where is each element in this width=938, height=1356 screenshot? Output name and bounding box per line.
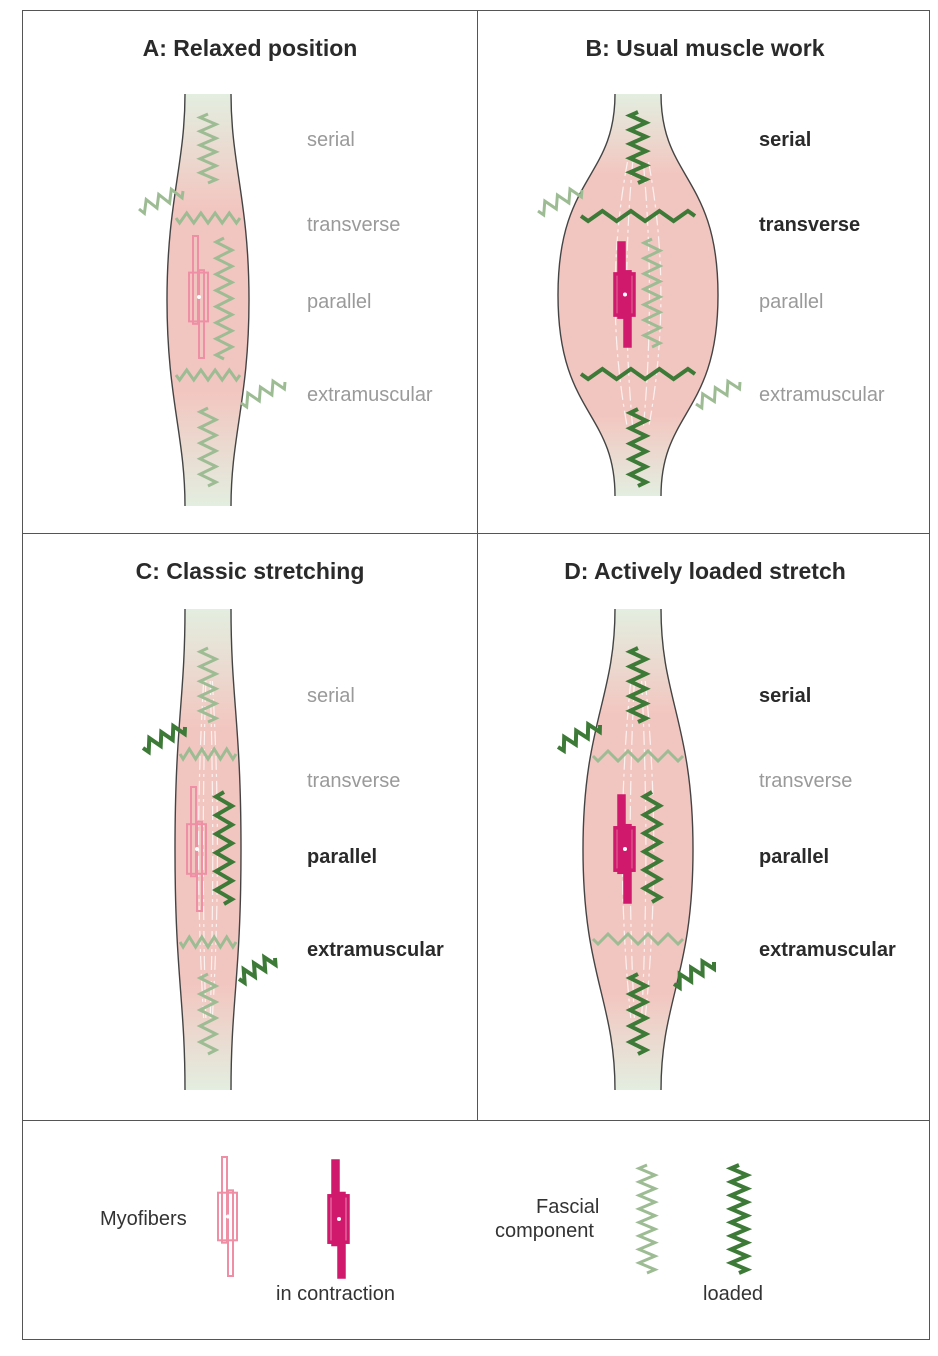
label-extramuscular: extramuscular (307, 939, 444, 961)
panel-divider-horizontal-middle (22, 533, 930, 534)
label-transverse: transverse (307, 770, 401, 792)
figure-frame (22, 10, 930, 1340)
panel-relaxed-position: A: Relaxed position serial transverse pa… (23, 11, 477, 533)
muscle-outline-left (557, 93, 616, 497)
extramuscular-spring-left (556, 720, 602, 755)
muscle-outline-left (582, 608, 616, 1091)
legend-fascial-spring-icon (635, 1163, 659, 1275)
muscle-outline-right (230, 608, 242, 1091)
fiber-line (647, 161, 662, 429)
parallel-spring (640, 237, 664, 349)
muscle-body (175, 609, 241, 1090)
panel-divider-horizontal-legend (22, 1120, 930, 1121)
label-serial: serial (759, 129, 812, 151)
myofiber-unit (188, 235, 209, 359)
serial-spring-top (196, 112, 220, 185)
legend-myofiber-contracted-icon (327, 1159, 350, 1279)
parallel-spring (212, 236, 236, 361)
transverse-spring-top (579, 208, 697, 224)
label-parallel: parallel (307, 291, 372, 313)
serial-spring-bottom (196, 406, 220, 488)
muscle-outline-left (174, 608, 186, 1091)
transverse-spring-bottom (579, 366, 697, 382)
transverse-spring-top (174, 210, 242, 226)
label-transverse: transverse (307, 214, 401, 236)
myofiber-unit (186, 786, 207, 912)
fiber-line (644, 680, 655, 1019)
muscle-outline-left (166, 93, 186, 507)
label-transverse: transverse (759, 770, 853, 792)
extramuscular-spring-left (537, 186, 584, 218)
label-parallel: parallel (307, 846, 378, 868)
label-parallel: parallel (759, 291, 824, 313)
muscle-diagram-a (138, 93, 287, 507)
myofiber-unit (613, 794, 636, 904)
legend: Myofibers in contraction Fascial compone… (22, 1121, 930, 1340)
fiber-line (209, 680, 214, 1019)
legend-loaded-label: loaded (703, 1283, 764, 1305)
legend-fascial-loaded-spring-icon (725, 1163, 753, 1275)
fiber-line (642, 161, 651, 429)
serial-spring-bottom (625, 972, 651, 1056)
panel-divider-vertical (477, 10, 478, 1120)
serial-spring-top (196, 646, 220, 724)
legend-fascial-label-line2: component (495, 1220, 594, 1242)
extramuscular-spring-right (672, 957, 716, 992)
legend-fascial-label-line1: Fascial (536, 1196, 600, 1218)
extramuscular-spring-right (240, 378, 287, 410)
extramuscular-spring-right (695, 378, 742, 411)
panel-title: B: Usual muscle work (585, 35, 825, 61)
label-serial: serial (759, 685, 812, 707)
label-extramuscular: extramuscular (307, 384, 433, 406)
extramuscular-spring-left (138, 186, 185, 217)
legend-graphics (217, 1156, 753, 1279)
fiber-line (211, 680, 219, 1019)
transverse-spring-top (178, 746, 238, 762)
label-extramuscular: extramuscular (759, 939, 896, 961)
muscle-body (583, 609, 693, 1090)
transverse-spring-top (591, 748, 685, 764)
label-transverse: transverse (759, 214, 861, 236)
fiber-line (202, 680, 207, 1019)
label-serial: serial (307, 129, 355, 151)
label-parallel: parallel (759, 846, 830, 868)
panel-classic-stretching: C: Classic stretching serial transverse … (23, 534, 477, 1091)
legend-in-contraction-label: in contraction (276, 1283, 395, 1305)
transverse-spring-bottom (174, 367, 242, 383)
panel-title: D: Actively loaded stretch (564, 558, 846, 584)
muscle-diagram-b (537, 93, 742, 497)
muscle-outline-right (230, 93, 250, 507)
serial-spring-bottom (625, 407, 651, 488)
muscle-diagram-d (556, 608, 716, 1091)
panel-usual-muscle-work: B: Usual muscle work serial transverse p… (478, 11, 932, 533)
panel-title: C: Classic stretching (135, 558, 365, 584)
serial-spring-bottom (196, 972, 220, 1056)
muscle-diagram-c (141, 608, 278, 1091)
parallel-spring (212, 790, 236, 906)
legend-myofiber-relaxed-icon (217, 1156, 238, 1277)
muscle-body (558, 94, 718, 496)
label-serial: serial (307, 685, 355, 707)
transverse-spring-bottom (178, 934, 238, 950)
serial-spring-top (625, 110, 651, 185)
transverse-spring-bottom (591, 931, 685, 947)
legend-myofibers-label: Myofibers (100, 1208, 187, 1230)
muscle-outline-right (660, 93, 719, 497)
serial-spring-top (625, 646, 651, 724)
parallel-spring (639, 790, 665, 904)
myofiber-unit (613, 241, 636, 348)
label-extramuscular: extramuscular (759, 384, 885, 406)
muscle-outline-right (660, 608, 694, 1091)
panel-actively-loaded-stretch: D: Actively loaded stretch serial transv… (478, 534, 932, 1091)
extramuscular-spring-right (237, 953, 278, 987)
extramuscular-spring-left (141, 722, 187, 756)
panel-title: A: Relaxed position (142, 35, 358, 61)
